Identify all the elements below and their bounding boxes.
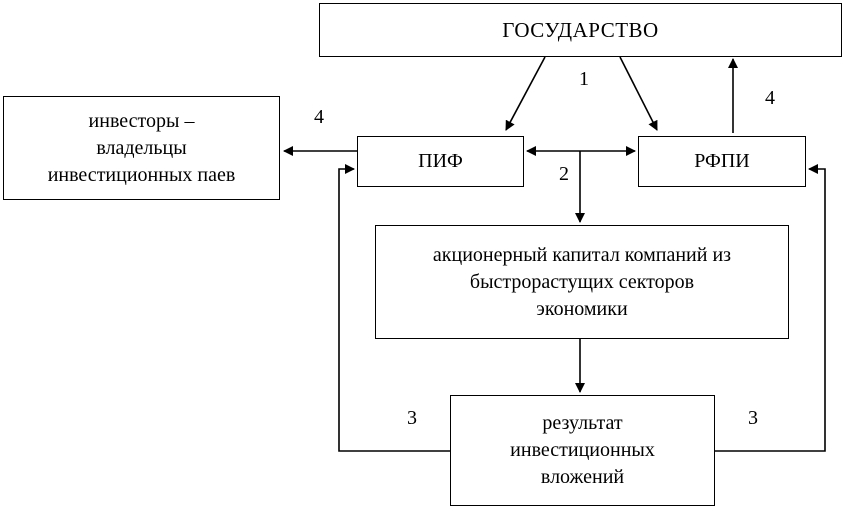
flow-label-1: 1: [579, 68, 589, 90]
arrow-result-to-rfpi: [715, 164, 826, 452]
equity-box-line-2: быстрорастущих секторов: [469, 270, 695, 293]
flow-label-4-right: 4: [765, 87, 775, 109]
flow-label-3-right: 3: [748, 407, 758, 429]
equity-box-line-3: экономики: [536, 297, 628, 320]
arrow-result-to-pif: [338, 164, 450, 452]
investors-box-line-2: владельцы: [96, 136, 187, 159]
investors-box-line-1: инвесторы –: [88, 109, 195, 132]
result-box-line-3: вложений: [540, 466, 625, 488]
flow-label-4-left: 4: [314, 106, 324, 128]
equity-box-line-1: акционерный капитал компаний из: [432, 243, 732, 266]
rfpi-box-label: РФПИ: [694, 150, 750, 172]
result-box-line-2: инвестиционных: [510, 439, 655, 461]
arrow-state-to-pif: [505, 56, 546, 131]
equity-box: акционерный капитал компаний из быстрора…: [375, 225, 789, 339]
result-box-line-1: результат: [542, 412, 623, 434]
state-box-label: ГОСУДАРСТВО: [502, 17, 659, 42]
state-box: ГОСУДАРСТВО: [319, 3, 842, 57]
result-box: результат инвестиционных вложений: [450, 395, 715, 506]
arrow-state-to-rfpi: [619, 56, 658, 131]
flow-label-3-left: 3: [407, 407, 417, 429]
rfpi-box: РФПИ: [638, 136, 806, 187]
pif-box-label: ПИФ: [418, 150, 463, 172]
pif-box: ПИФ: [357, 136, 524, 187]
flow-label-2: 2: [559, 163, 569, 185]
investors-box-line-3: инвестиционных паев: [47, 163, 236, 186]
investors-box: инвесторы – владельцы инвестиционных пае…: [3, 96, 280, 200]
